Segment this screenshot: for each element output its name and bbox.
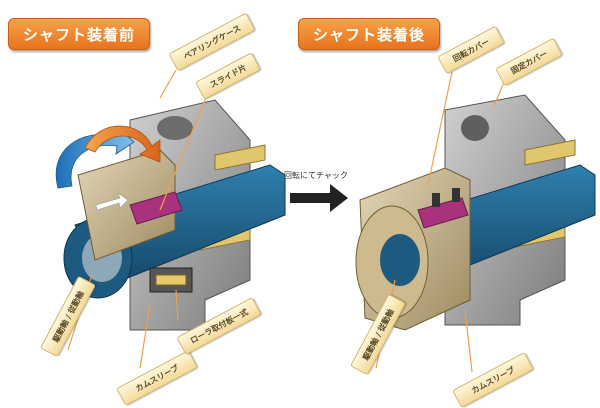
bearing-top	[214, 144, 266, 171]
transition-arrow	[290, 184, 348, 212]
slide-piece-before	[129, 191, 183, 225]
bearing-case-hole	[157, 116, 193, 140]
shaft-after-bore	[380, 234, 420, 286]
leader-rotating-cover	[427, 71, 453, 186]
fixed-cover-hole	[461, 115, 489, 141]
transition	[290, 184, 348, 212]
assembly-after	[355, 94, 596, 331]
leader-cam-sleeve-after	[464, 309, 473, 373]
chuck-tab-1	[432, 193, 440, 207]
assembly-before	[55, 99, 286, 331]
rotation-arrow-orange	[84, 125, 161, 163]
leader-bearing-case	[159, 69, 177, 99]
roller-strip	[155, 274, 187, 286]
chuck-tab-2	[452, 188, 460, 202]
after-title: シャフト装着後	[298, 18, 440, 50]
transition-label: 回転にてチャック	[284, 171, 348, 180]
leader-slide-piece	[159, 87, 211, 211]
rotation-arrow-blue	[55, 127, 135, 189]
bearing-after-top	[524, 139, 576, 166]
leader-cam-sleeve-before	[139, 304, 151, 369]
slide-piece-after	[417, 197, 469, 229]
leader-roller	[175, 289, 179, 321]
slide-direction-arrow	[95, 192, 129, 211]
before-title: シャフト装着前	[8, 18, 150, 50]
